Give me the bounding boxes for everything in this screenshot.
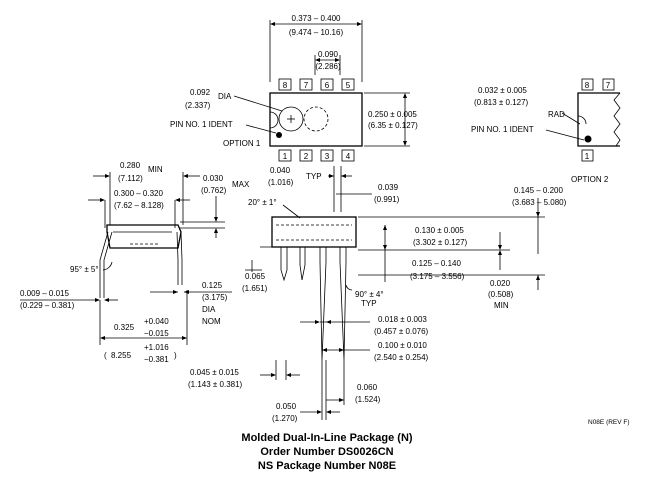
side-shoulder-main: 0.040	[270, 166, 291, 175]
top-dia-sub: (2.337)	[185, 101, 211, 110]
side-body-h-main: 0.145 – 0.200	[514, 186, 563, 195]
side-seat-min-main: 0.020	[490, 279, 511, 288]
end-span-sub-main: 8.255	[111, 351, 132, 360]
pin-6-label: 6	[325, 81, 330, 90]
opt2-rad-main: 0.032 ± 0.005	[478, 86, 527, 95]
ref-code: N08E (REV F)	[588, 419, 630, 426]
opt2-pin-1: 1	[585, 152, 590, 161]
top-pin-labels: 8 7 6 5	[278, 78, 355, 91]
top-pin-ident: PIN NO. 1 IDENT	[170, 120, 233, 129]
opt2-pin-8: 8	[585, 81, 590, 90]
side-standoff-sub: (3.302 ± 0.127)	[413, 238, 468, 247]
end-view: 0.280 MIN (7.112) 0.300 – 0.320 (7.62 – …	[20, 161, 250, 364]
side-view: 0.040 (1.016) TYP 0.039 (0.991) 20° ± 1°	[188, 166, 567, 423]
end-width-main: 0.300 – 0.320	[114, 189, 163, 198]
top-pitch-main: 0.090	[318, 50, 339, 59]
side-upper-main: 0.060	[357, 383, 378, 392]
end-span-plus: +0.040	[144, 317, 169, 326]
side-lead-w-sub: (0.991)	[374, 195, 400, 204]
side-seat-min-label: MIN	[494, 301, 509, 310]
end-span-sub-minus: −0.381	[144, 355, 169, 364]
side-seat-sub: (1.651)	[242, 284, 268, 293]
side-shoulder-label: TYP	[306, 172, 322, 181]
side-body-outline	[271, 216, 357, 248]
side-lead-angle: 90° ± 4°	[355, 290, 384, 299]
side-lower-sub: (1.270)	[272, 414, 298, 423]
side-pitch-main: 0.100 ± 0.010	[378, 341, 427, 350]
end-angle: 95° ± 5°	[70, 265, 99, 274]
end-body-outline	[106, 224, 182, 249]
opt2-pin1-dot	[584, 135, 592, 143]
pin1-ident-circle	[278, 106, 304, 132]
side-lead-thk-main: 0.018 ± 0.003	[378, 315, 427, 324]
top-width-main: 0.373 – 0.400	[292, 14, 341, 23]
side-lead-w-main: 0.039	[378, 183, 399, 192]
side-lead-len-sub: (3.175 – 3.556)	[410, 272, 465, 281]
pin-3-label: 3	[325, 152, 330, 161]
top-pitch-sub: (2.286)	[315, 62, 341, 71]
opt2-body-outline	[577, 92, 620, 147]
side-end-gap-main: 0.045 ± 0.015	[190, 368, 239, 377]
end-width-sub: (7.62 – 8.128)	[114, 201, 164, 210]
caption-line1: Molded Dual-In-Line Package (N)	[241, 432, 412, 444]
side-body-h-sub: (3.683 – 5.080)	[512, 198, 567, 207]
caption-line3: NS Package Number N08E	[258, 460, 396, 472]
option2-view: 0.032 ± 0.005 (0.813 ± 0.127) RAD PIN NO…	[471, 78, 621, 184]
top-view: 0.373 – 0.400 (9.474 – 10.16) 0.090 (2.2…	[170, 14, 418, 162]
top-height-main: 0.250 ± 0.005	[368, 110, 417, 119]
end-span-sub-plus: +1.016	[144, 343, 169, 352]
end-lead-thk-sub: (0.229 – 0.381)	[20, 301, 75, 310]
side-leads	[280, 247, 347, 361]
bottom-pin-labels: 1 2 3 4	[278, 149, 355, 162]
pin-5-label: 5	[346, 81, 351, 90]
opt2-label: OPTION 2	[571, 175, 609, 184]
side-seat-min-sub: (0.508)	[488, 290, 514, 299]
end-dia-sub: (3.175)	[202, 293, 228, 302]
pin-1-label: 1	[283, 152, 288, 161]
end-lead-thk-main: 0.009 – 0.015	[20, 289, 69, 298]
end-dia-label: DIA	[202, 305, 216, 314]
side-standoff-main: 0.130 ± 0.005	[415, 226, 464, 235]
side-pitch-sub: (2.540 ± 0.254)	[374, 353, 429, 362]
pin-2-label: 2	[304, 152, 309, 161]
pin-7-label: 7	[304, 81, 309, 90]
end-min-label: MIN	[148, 165, 163, 174]
end-nom-label: NOM	[202, 317, 221, 326]
top-body-outline	[269, 92, 363, 147]
top-option-label: OPTION 1	[223, 139, 261, 148]
end-span-sub-close: )	[174, 351, 177, 360]
end-max-main: 0.030	[203, 174, 224, 183]
side-lower-main: 0.050	[276, 402, 297, 411]
side-lead-len-main: 0.125 – 0.140	[412, 259, 461, 268]
top-dia-label: DIA	[218, 92, 232, 101]
caption-line2: Order Number DS0026CN	[260, 446, 393, 458]
side-end-gap-sub: (1.143 ± 0.381)	[188, 380, 243, 389]
end-dia-main: 0.125	[202, 281, 223, 290]
end-max-label: MAX	[232, 180, 250, 189]
end-span-main: 0.325	[114, 323, 135, 332]
side-seat-main: 0.065	[245, 272, 266, 281]
top-width-sub: (9.474 – 10.16)	[289, 28, 344, 37]
side-draft-angle: 20° ± 1°	[248, 198, 277, 207]
pin-4-label: 4	[346, 152, 351, 161]
end-min-main: 0.280	[120, 161, 141, 170]
pin1-ident-dot	[276, 132, 282, 138]
top-height-sub: (6.35 ± 0.127)	[368, 121, 418, 130]
opt2-rad-sub: (0.813 ± 0.127)	[474, 98, 529, 107]
end-max-sub: (0.762)	[201, 186, 227, 195]
side-shoulder-sub: (1.016)	[268, 178, 294, 187]
top-dia-main: 0.092	[190, 88, 211, 97]
end-min-sub: (7.112)	[118, 174, 143, 183]
end-span-sub-open: (	[104, 351, 107, 360]
side-lead-angle-label: TYP	[361, 299, 377, 308]
side-lead-thk-sub: (0.457 ± 0.076)	[374, 327, 429, 336]
opt2-pin-ident: PIN NO. 1 IDENT	[471, 125, 534, 134]
opt2-pin-7: 7	[606, 81, 611, 90]
side-upper-sub: (1.524)	[355, 395, 381, 404]
opt2-rad-label: RAD	[548, 110, 565, 119]
end-span-minus: −0.015	[144, 329, 169, 338]
pin-8-label: 8	[283, 81, 288, 90]
